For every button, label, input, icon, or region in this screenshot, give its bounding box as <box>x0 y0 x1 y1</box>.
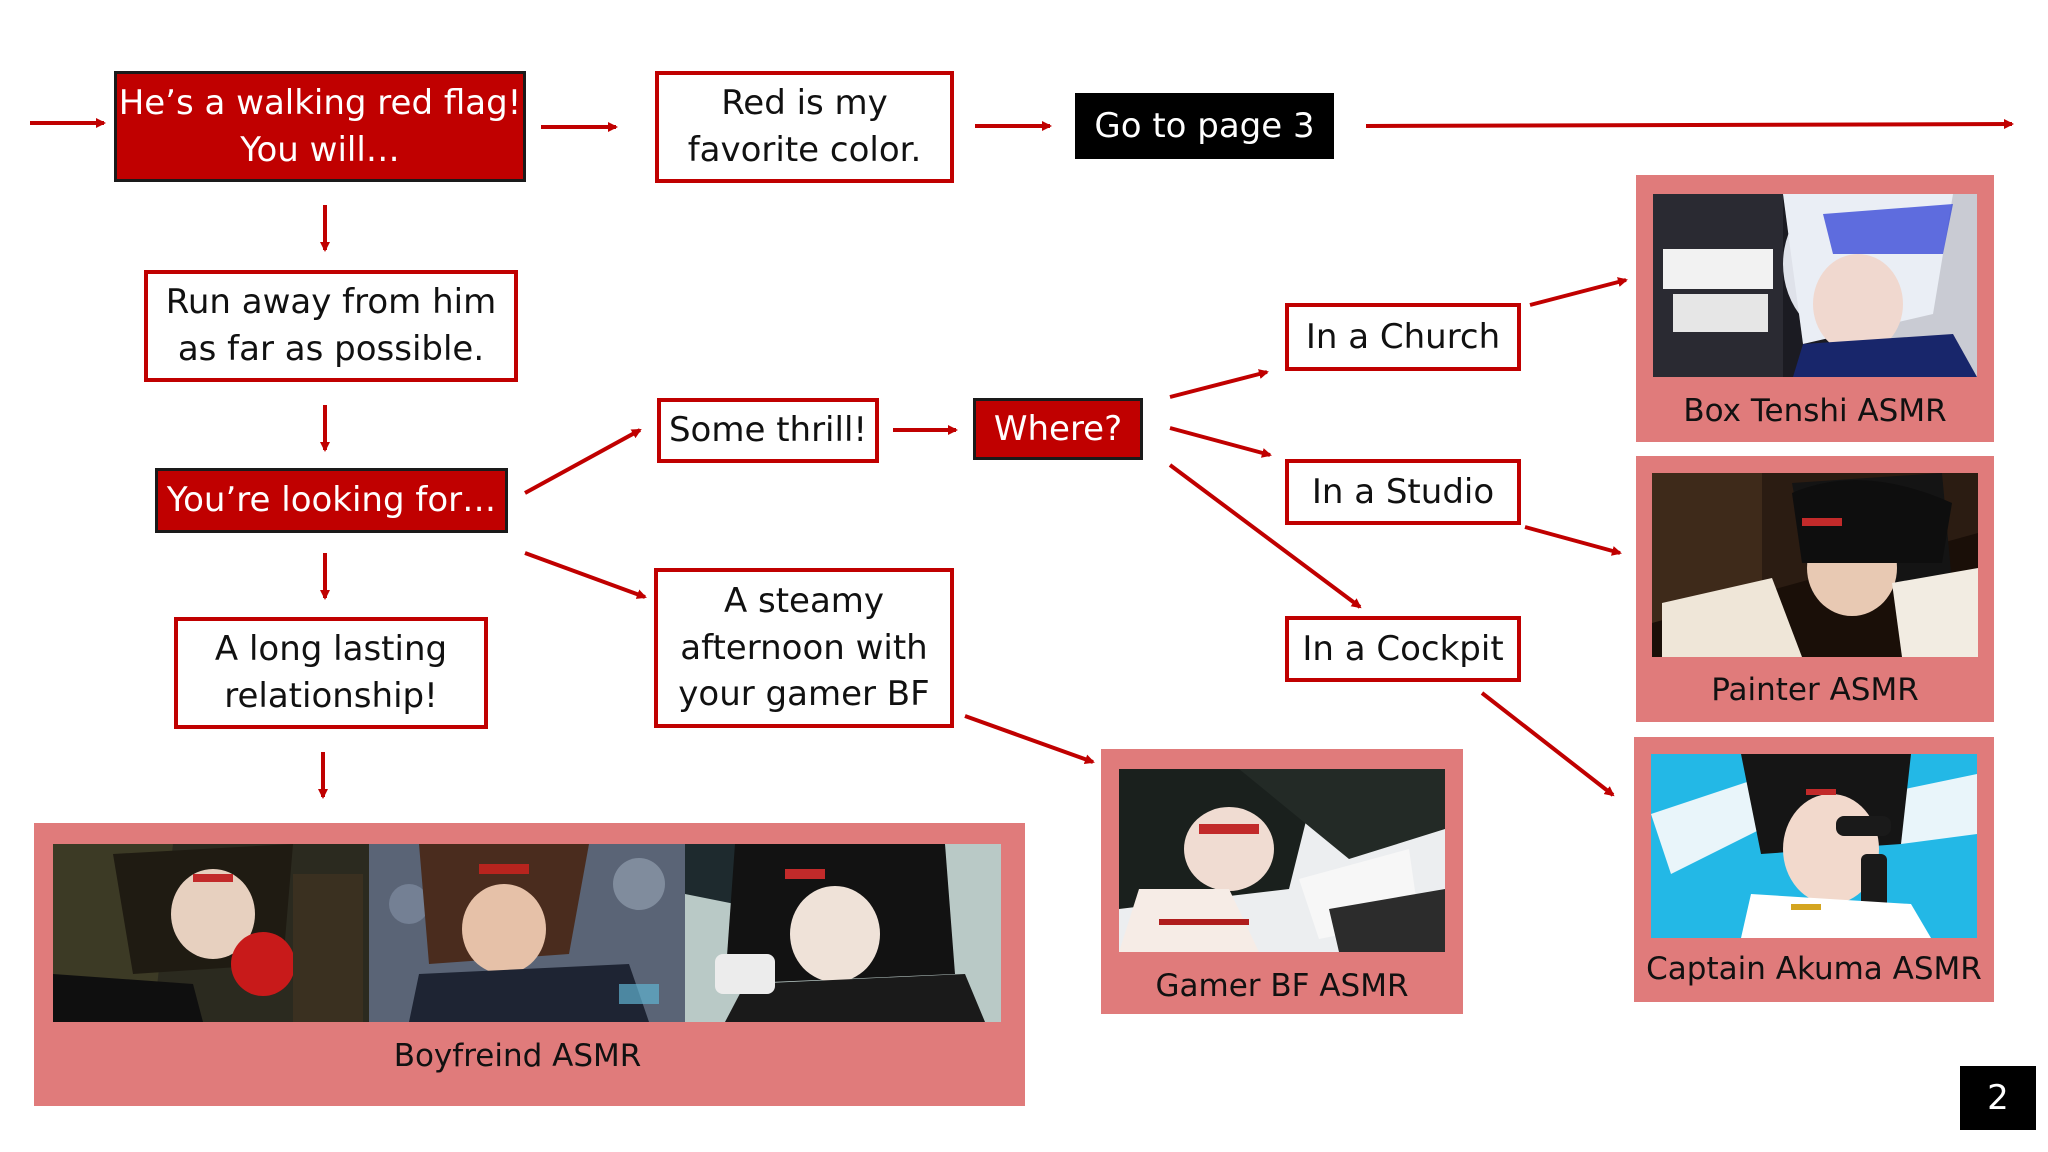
arrow-to-gamer-bf <box>964 714 1095 764</box>
page-number: 2 <box>1960 1066 2036 1130</box>
painter-label: Painter ASMR <box>1711 672 1919 708</box>
captain-akuma-label: Captain Akuma ASMR <box>1646 951 1982 987</box>
run-away-box: Run away from him as far as possible. <box>144 270 518 382</box>
arrow-to-some-thrill <box>524 428 642 495</box>
go-to-page-3-box: Go to page 3 <box>1075 93 1334 159</box>
painter-artwork <box>1652 473 1978 657</box>
cockpit-box: In a Cockpit <box>1285 616 1521 682</box>
box-tenshi-artwork <box>1653 194 1977 377</box>
arrow-to-steamy <box>524 551 647 599</box>
gamer-bf-card[interactable]: Gamer BF ASMR <box>1101 749 1463 1014</box>
red-favorite-box: Red is my favorite color. <box>655 71 954 183</box>
box-tenshi-card[interactable]: Box Tenshi ASMR <box>1636 175 1994 442</box>
captain-akuma-artwork <box>1651 754 1977 938</box>
gamer-bf-artwork <box>1119 769 1445 952</box>
looking-for-box: You’re looking for… <box>155 468 508 533</box>
arrow-to-studio <box>1169 426 1272 458</box>
painter-card[interactable]: Painter ASMR <box>1636 456 1994 722</box>
studio-box: In a Studio <box>1285 459 1521 525</box>
some-thrill-box: Some thrill! <box>657 398 879 463</box>
arrow-to-captain <box>1480 691 1615 797</box>
church-box: In a Church <box>1285 303 1521 371</box>
gamer-bf-label: Gamer BF ASMR <box>1155 968 1409 1004</box>
captain-akuma-card[interactable]: Captain Akuma ASMR <box>1634 737 1994 1002</box>
boyfriend-artwork-2 <box>369 844 685 1022</box>
arrow-to-cockpit <box>1168 463 1362 609</box>
where-box: Where? <box>973 398 1143 460</box>
boyfriend-card[interactable]: Boyfreind ASMR <box>34 823 1025 1106</box>
arrow-exit-right <box>1365 119 2014 130</box>
box-tenshi-label: Box Tenshi ASMR <box>1683 393 1947 429</box>
long-lasting-box: A long lasting relationship! <box>174 617 488 729</box>
boyfriend-label: Boyfreind ASMR <box>393 1038 642 1074</box>
boyfriend-artwork-1 <box>53 844 369 1022</box>
boyfriend-artwork-3 <box>685 844 1001 1022</box>
steamy-afternoon-box: A steamy afternoon with your gamer BF <box>654 568 954 728</box>
arrow-to-church <box>1169 369 1269 399</box>
red-flag-box: He’s a walking red flag! You will… <box>114 71 526 182</box>
arrow-to-painter <box>1524 525 1622 556</box>
arrow-to-box-tenshi <box>1529 277 1628 307</box>
